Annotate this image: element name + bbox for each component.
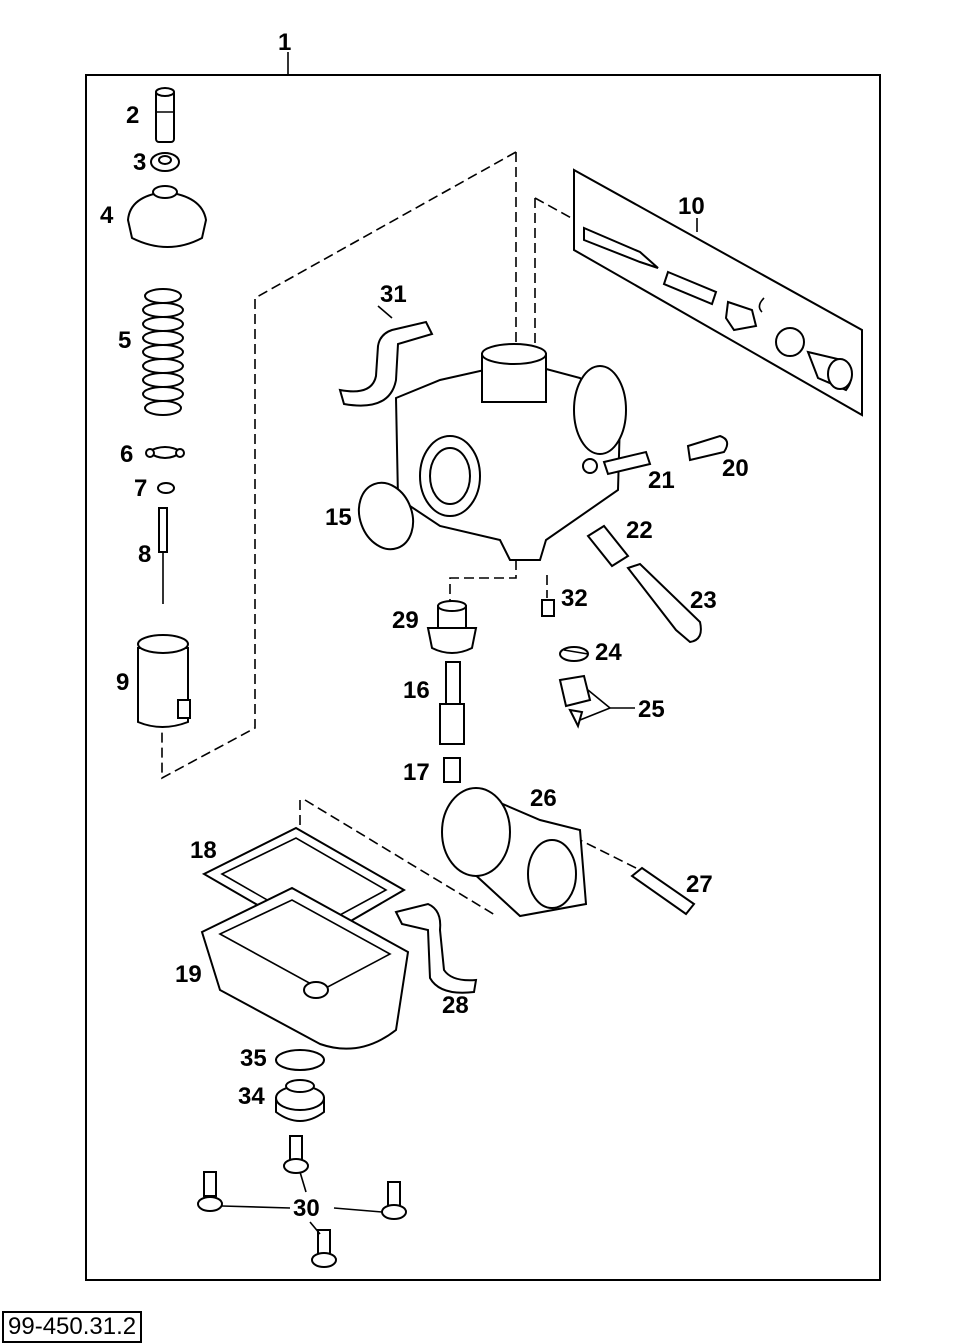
part-label-31: 31 xyxy=(380,281,407,308)
part-34-drain-plug[interactable] xyxy=(275,1079,325,1122)
part-label-17: 17 xyxy=(403,759,430,786)
part-35-o-ring[interactable] xyxy=(275,1049,325,1071)
part-label-10: 10 xyxy=(678,193,705,220)
part-19-float-bowl[interactable] xyxy=(200,886,410,1050)
part-32-plug[interactable] xyxy=(541,599,555,617)
part-label-23: 23 xyxy=(690,587,717,614)
part-label-6: 6 xyxy=(120,441,133,468)
part-7-e-clip[interactable] xyxy=(157,482,175,494)
part-2-adjuster-screw[interactable] xyxy=(155,87,175,143)
part-17-main-jet[interactable] xyxy=(443,757,461,783)
part-23-pilot-screw[interactable] xyxy=(626,562,702,644)
part-27-pin[interactable] xyxy=(630,866,696,916)
part-label-9: 9 xyxy=(116,669,129,696)
part-16-needle-jet[interactable] xyxy=(439,661,465,745)
part-label-15: 15 xyxy=(325,504,352,531)
part-29-needle-jet-holder[interactable] xyxy=(426,600,478,654)
part-22-spring[interactable] xyxy=(586,524,630,568)
part-label-21: 21 xyxy=(648,467,675,494)
part-15-o-ring[interactable] xyxy=(350,475,422,557)
part-8-jet-needle[interactable] xyxy=(158,507,168,604)
part-26-intake-boot[interactable] xyxy=(441,787,588,918)
leader-lines xyxy=(377,218,698,655)
part-label-35: 35 xyxy=(240,1045,267,1072)
part-20-idle-screw[interactable] xyxy=(686,434,729,462)
part-label-18: 18 xyxy=(190,837,217,864)
part-label-26: 26 xyxy=(530,785,557,812)
part-4-top-cap[interactable] xyxy=(126,185,208,248)
part-label-28: 28 xyxy=(442,992,469,1019)
part-label-8: 8 xyxy=(138,541,151,568)
part-labels: 1 2 3 4 5 6 7 8 9 10 31 15 21 20 22 32 2… xyxy=(100,29,749,1222)
part-9-throttle-slide[interactable] xyxy=(137,634,191,728)
part-label-22: 22 xyxy=(626,517,653,544)
part-label-32: 32 xyxy=(561,585,588,612)
part-5-spring[interactable] xyxy=(142,288,184,416)
part-label-3: 3 xyxy=(133,149,146,176)
carburetor-body[interactable] xyxy=(394,343,627,561)
part-label-25: 25 xyxy=(638,696,665,723)
part-label-27: 27 xyxy=(686,871,713,898)
part-label-2: 2 xyxy=(126,102,139,129)
part-31-vent-hose[interactable] xyxy=(338,320,434,407)
part-label-4: 4 xyxy=(100,202,114,229)
part-label-5: 5 xyxy=(118,327,131,354)
part-label-16: 16 xyxy=(403,677,430,704)
part-label-29: 29 xyxy=(392,607,419,634)
part-label-1: 1 xyxy=(278,29,291,56)
part-label-34: 34 xyxy=(238,1083,265,1110)
part-label-19: 19 xyxy=(175,961,202,988)
part-30-screws[interactable] xyxy=(197,1135,407,1268)
part-label-24: 24 xyxy=(595,639,622,666)
part-label-30: 30 xyxy=(293,1195,320,1222)
part-code-label: 99-450.31.2 xyxy=(2,1311,143,1343)
part-6-clip-plate[interactable] xyxy=(145,446,185,459)
part-label-7: 7 xyxy=(134,475,147,502)
part-21-idle-spring[interactable] xyxy=(602,450,652,476)
part-label-20: 20 xyxy=(722,455,749,482)
part-10-adjuster-kit[interactable] xyxy=(573,168,863,417)
part-25-pilot-jet[interactable] xyxy=(558,674,635,729)
part-28-drain-hose[interactable] xyxy=(394,902,478,994)
part-3-nut[interactable] xyxy=(150,152,180,172)
assembly-frame xyxy=(85,74,881,1281)
